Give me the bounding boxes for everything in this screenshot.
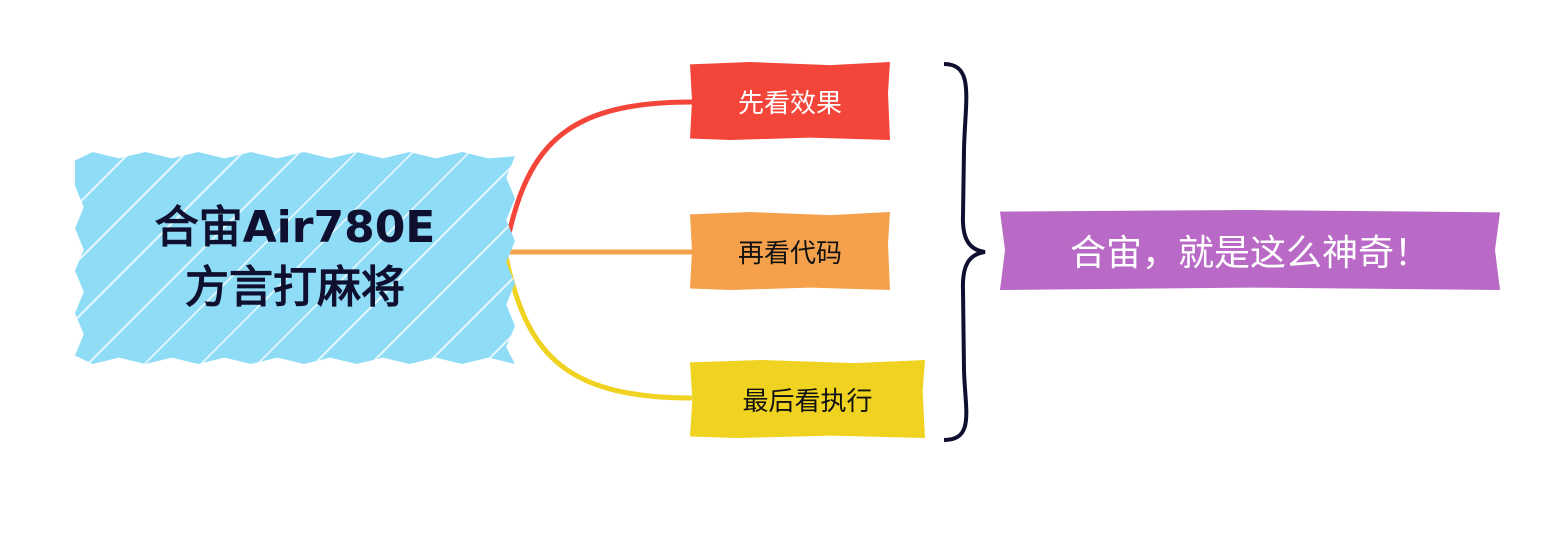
branch-topic-label: 先看效果 — [737, 88, 842, 119]
summary-label: 合宙，就是这么神奇！ — [1069, 233, 1430, 274]
summary-brace — [943, 62, 986, 442]
central-topic-line2: 方言打麻将 — [185, 262, 405, 313]
branch-topic-1[interactable]: 先看效果 — [690, 62, 890, 140]
summary-topic[interactable]: 合宙，就是这么神奇！ — [1000, 210, 1500, 290]
central-topic-line1: 合宙Air780E — [154, 202, 436, 253]
branch-topic-2[interactable]: 再看代码 — [690, 212, 890, 290]
branch-topic-3[interactable]: 最后看执行 — [690, 360, 925, 438]
branch-topic-label: 最后看执行 — [742, 386, 873, 417]
branch-topic-label: 再看代码 — [737, 238, 842, 269]
connector-branch-1 — [502, 99, 693, 253]
central-topic[interactable]: 合宙Air780E 方言打麻将 — [75, 152, 515, 364]
connector-branch-3 — [502, 251, 693, 401]
